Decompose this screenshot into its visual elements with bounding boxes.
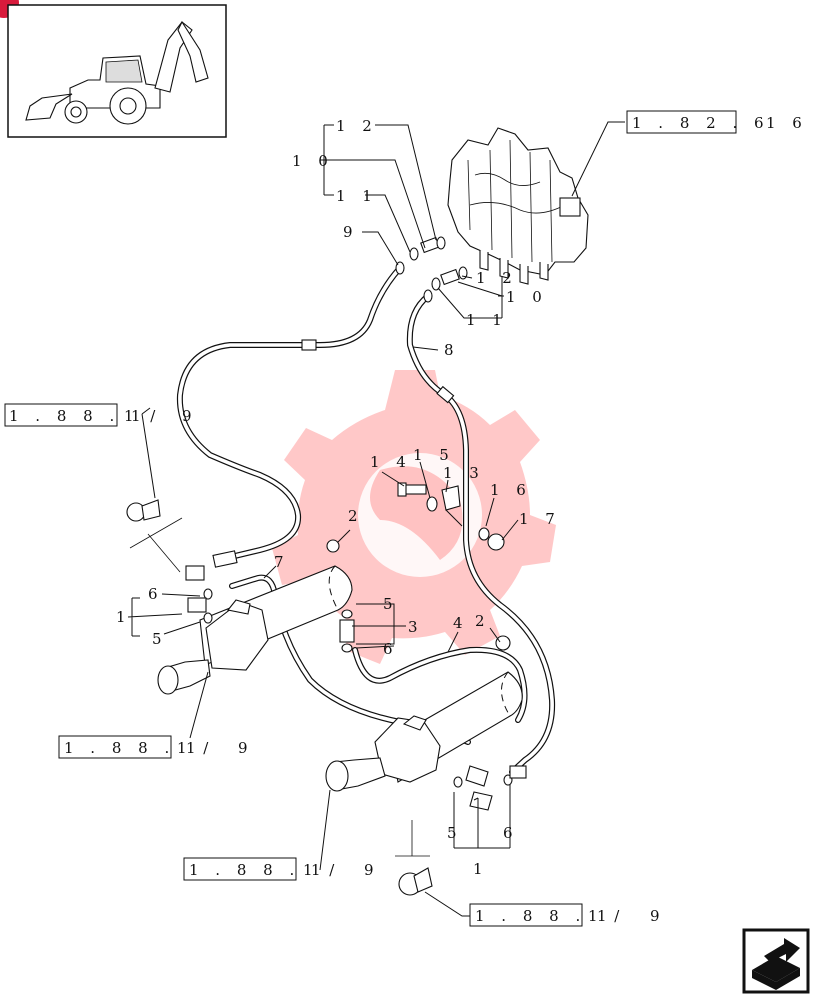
label-1-left: 1 bbox=[116, 608, 132, 626]
label-8: 8 bbox=[444, 341, 460, 359]
ref-valve-page: 1 6 bbox=[766, 114, 808, 132]
ref-right-cyl-suffix: 1 / bbox=[303, 861, 340, 879]
ref-left-cyl-number: 1 . 8 8 . 1 bbox=[64, 739, 202, 757]
fittings bbox=[126, 236, 527, 896]
ref-box-right-cylinder[interactable]: 1 . 8 8 . 1 1 / 9 bbox=[183, 857, 380, 881]
label-5-mid: 5 bbox=[383, 595, 399, 613]
label-12-mid: 1 2 bbox=[476, 269, 518, 287]
label-2-left: 2 bbox=[348, 507, 364, 525]
ref-box-left-cylinder[interactable]: 1 . 8 8 . 1 1 / 9 bbox=[58, 735, 254, 759]
label-4: 4 bbox=[453, 614, 469, 632]
ref-bottom-suffix: 1 / bbox=[588, 907, 625, 925]
label-11-top: 1 1 bbox=[336, 187, 378, 205]
ref-bottom-page: 9 bbox=[650, 907, 666, 925]
backhoe-loader-icon bbox=[7, 4, 227, 138]
label-15: 1 5 bbox=[413, 446, 455, 464]
ref-box-valve[interactable]: 1 . 8 2 . 6 1 6 bbox=[626, 110, 808, 134]
label-17: 1 7 bbox=[519, 510, 561, 528]
ref-box-left[interactable]: 1 . 8 8 . 1 1 / 9 bbox=[4, 403, 198, 427]
label-10-mid: 1 0 bbox=[506, 288, 548, 306]
right-cylinder bbox=[325, 635, 523, 792]
left-cylinder bbox=[157, 539, 353, 695]
label-5-bottom: 5 bbox=[447, 824, 463, 842]
control-valve bbox=[447, 127, 589, 285]
ref-left-cyl-page: 9 bbox=[238, 739, 254, 757]
item-labels: 1 2 1 0 1 1 9 1 2 1 0 1 1 8 1 4 1 5 1 3 … bbox=[116, 117, 561, 878]
label-6-bottom: 6 bbox=[503, 824, 519, 842]
label-14: 1 4 bbox=[370, 453, 412, 471]
ref-bottom-number: 1 . 8 8 . 1 bbox=[475, 907, 613, 925]
ref-box-bottom[interactable]: 1 . 8 8 . 1 1 / 9 bbox=[469, 903, 666, 927]
hose-8 bbox=[406, 293, 556, 775]
label-5-left: 5 bbox=[152, 630, 168, 648]
label-11-mid: 1 1 bbox=[466, 311, 508, 329]
label-3: 3 bbox=[408, 618, 424, 636]
ref-right-cyl-page: 9 bbox=[364, 861, 380, 879]
label-12-top: 1 2 bbox=[336, 117, 378, 135]
label-10-top: 1 0 bbox=[292, 152, 334, 170]
leader-lines bbox=[127, 121, 625, 917]
label-2-right: 2 bbox=[475, 612, 491, 630]
label-13: 1 3 bbox=[443, 464, 485, 482]
ref-left-cyl-suffix: 1 / bbox=[177, 739, 214, 757]
ref-valve-number: 1 . 8 2 . 6 bbox=[632, 114, 770, 132]
hose-9 bbox=[176, 265, 403, 568]
next-page-arrow-icon[interactable] bbox=[742, 928, 810, 994]
ref-left-suffix: 1 / bbox=[124, 407, 161, 425]
ref-right-cyl-number: 1 . 8 8 . 1 bbox=[189, 861, 327, 879]
hose-4 bbox=[352, 646, 528, 723]
label-9-top: 9 bbox=[343, 223, 359, 241]
label-7: 7 bbox=[274, 553, 290, 571]
ref-left-number: 1 . 8 8 . 1 bbox=[9, 407, 147, 425]
label-6-mid: 6 bbox=[383, 640, 399, 658]
label-6-left: 6 bbox=[148, 585, 164, 603]
label-9-hose: 9 bbox=[182, 407, 198, 425]
label-1-bottom: 1 bbox=[473, 860, 489, 878]
label-16: 1 6 bbox=[490, 481, 532, 499]
